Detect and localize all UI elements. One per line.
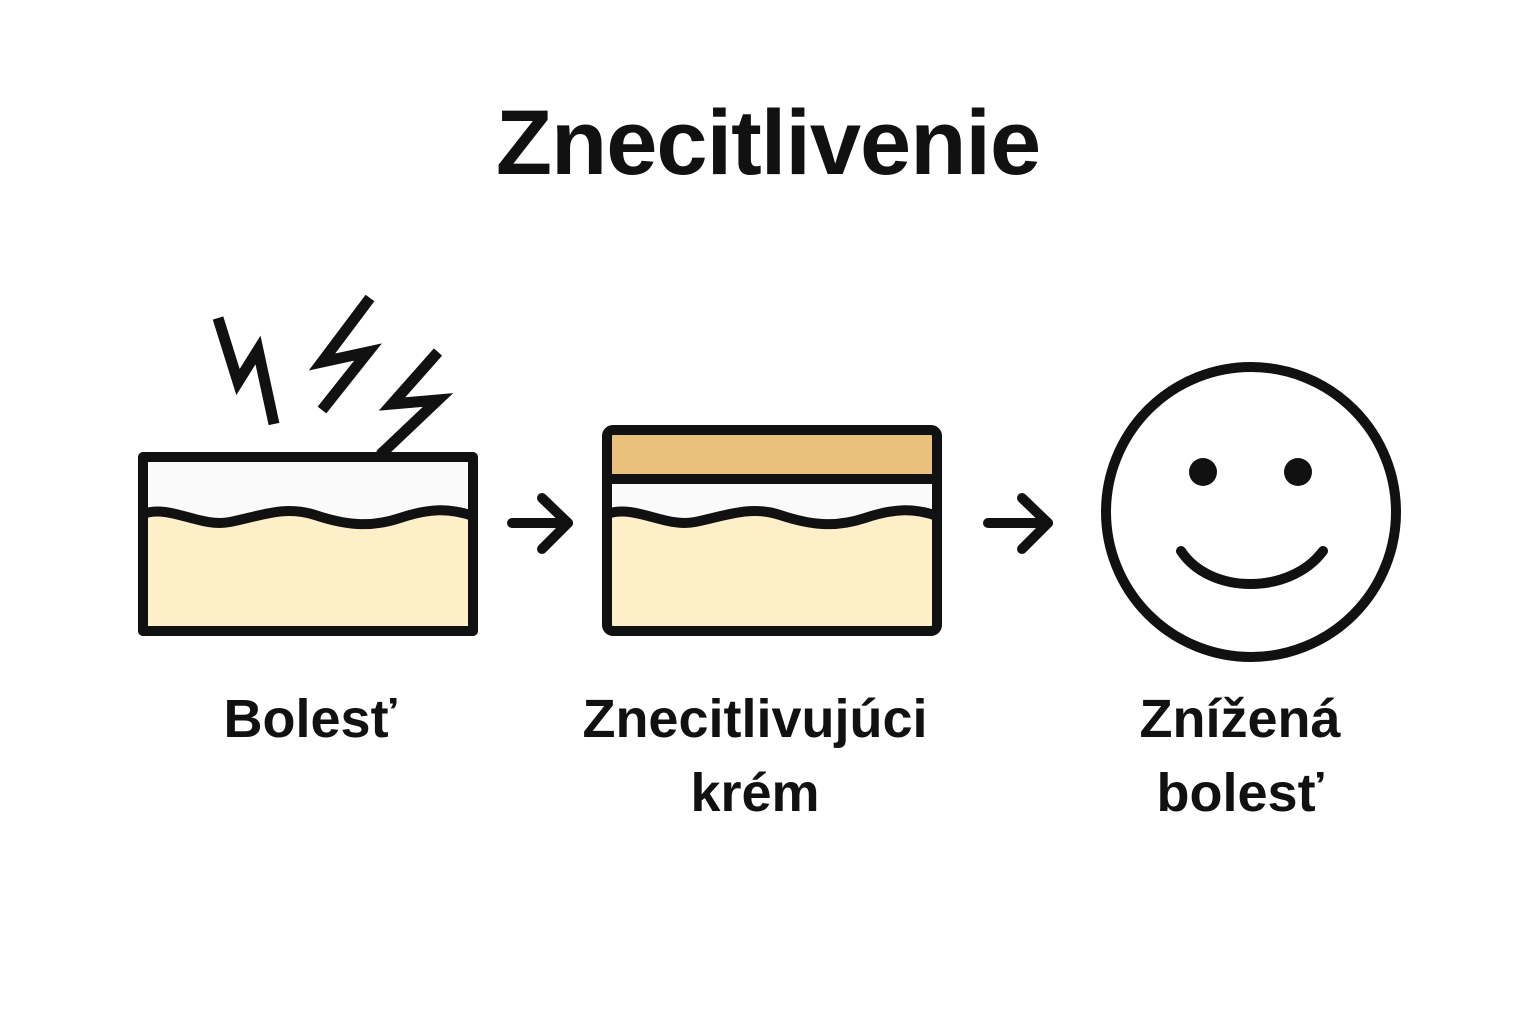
skin-with-lightning-icon	[138, 294, 478, 636]
skin-with-cream-layer-icon	[602, 425, 942, 636]
smiley-face-icon	[1101, 362, 1401, 662]
arrow-right-icon	[507, 493, 573, 554]
step-label-reduced-pain: Znížená bolesť	[1139, 689, 1341, 823]
lightning-bolt-icon	[212, 294, 454, 459]
step-label-pain: Bolesť	[223, 689, 397, 749]
diagram-title: Znecitlivenie	[495, 92, 1041, 194]
arrow-right-icon	[983, 493, 1053, 554]
step-label-numbing-cream: Znecitlivujúci krém	[582, 689, 928, 823]
